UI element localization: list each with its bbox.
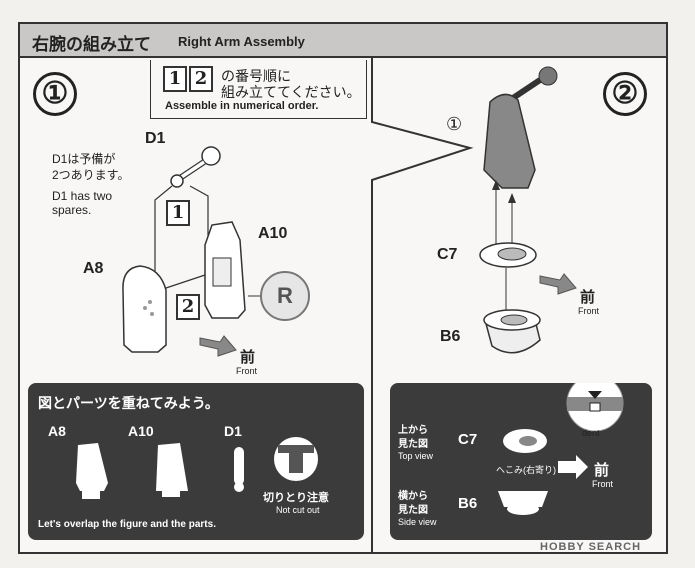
step2-label-b6: B6 bbox=[440, 328, 461, 345]
overlap-figures bbox=[76, 437, 318, 499]
arm-subassembly bbox=[483, 66, 558, 189]
section-header: 右腕の組み立て Right Arm Assembly bbox=[18, 22, 668, 58]
step2-front-jp: 前 bbox=[580, 289, 596, 306]
label-a8: A8 bbox=[83, 260, 104, 277]
arrow-label-2: 2 bbox=[176, 294, 202, 320]
order-jp-line1: の番号順に bbox=[221, 68, 291, 84]
step1-number: ① bbox=[33, 72, 77, 116]
cut-warning-en: Not cut out bbox=[276, 505, 320, 515]
dent-label: dent bbox=[582, 428, 600, 438]
note-jp-line2: 2つあります。 bbox=[52, 168, 130, 182]
cut-warning-jp: 切りとり注意 bbox=[263, 492, 329, 504]
header-title-en: Right Arm Assembly bbox=[178, 34, 305, 49]
label-a10: A10 bbox=[258, 225, 288, 242]
b6-part bbox=[483, 309, 541, 354]
view-label-b6: B6 bbox=[458, 495, 478, 512]
overlap-label-d1: D1 bbox=[224, 423, 242, 439]
d1-part bbox=[170, 146, 221, 188]
label-d1: D1 bbox=[145, 130, 166, 147]
top-view-jp2: 見た図 bbox=[398, 439, 428, 450]
side-view-jp2: 見た図 bbox=[398, 505, 428, 516]
order-box-2: 2 bbox=[189, 66, 213, 92]
step2-label-c7: C7 bbox=[437, 246, 458, 263]
top-view-en: Top view bbox=[398, 451, 434, 461]
overlap-footer: Let's overlap the figure and the parts. bbox=[38, 519, 216, 530]
order-jp-line2: 組み立ててください。 bbox=[221, 84, 361, 100]
order-box-1: 1 bbox=[163, 66, 187, 92]
overlap-label-a8: A8 bbox=[48, 423, 66, 439]
step2-front-en: Front bbox=[578, 306, 600, 316]
side-view-en: Side view bbox=[398, 517, 437, 527]
subassembly-label: ① bbox=[446, 114, 463, 134]
order-en: Assemble in numerical order. bbox=[165, 100, 319, 112]
hekomi-label: へこみ(右寄り) bbox=[496, 465, 556, 475]
view-front-jp: 前 bbox=[594, 462, 610, 479]
overlap-label-a10: A10 bbox=[128, 423, 154, 439]
r-mark-large: R bbox=[277, 283, 293, 308]
step2-number: ② bbox=[603, 72, 647, 116]
top-view-jp1: 上から bbox=[398, 425, 428, 436]
side-view-jp1: 横から bbox=[398, 491, 428, 502]
arrow-label-1: 1 bbox=[166, 200, 192, 226]
view-figures bbox=[498, 383, 624, 515]
overlap-title: 図とパーツを重ねてみよう。 bbox=[38, 395, 219, 411]
a10-part bbox=[204, 221, 246, 319]
step1-front-jp: 前 bbox=[240, 349, 256, 366]
watermark: HOBBY SEARCH bbox=[540, 541, 642, 553]
note-en-line1: D1 has two bbox=[52, 189, 113, 203]
c7-part bbox=[479, 242, 537, 268]
note-jp-line1: D1は予備が bbox=[52, 152, 116, 166]
note-en-line2: spares. bbox=[52, 203, 92, 217]
header-title-jp: 右腕の組み立て bbox=[32, 35, 151, 54]
step1-front-en: Front bbox=[236, 366, 258, 376]
view-front-en: Front bbox=[592, 479, 614, 489]
a8-part bbox=[122, 265, 167, 353]
view-label-c7: C7 bbox=[458, 431, 478, 448]
